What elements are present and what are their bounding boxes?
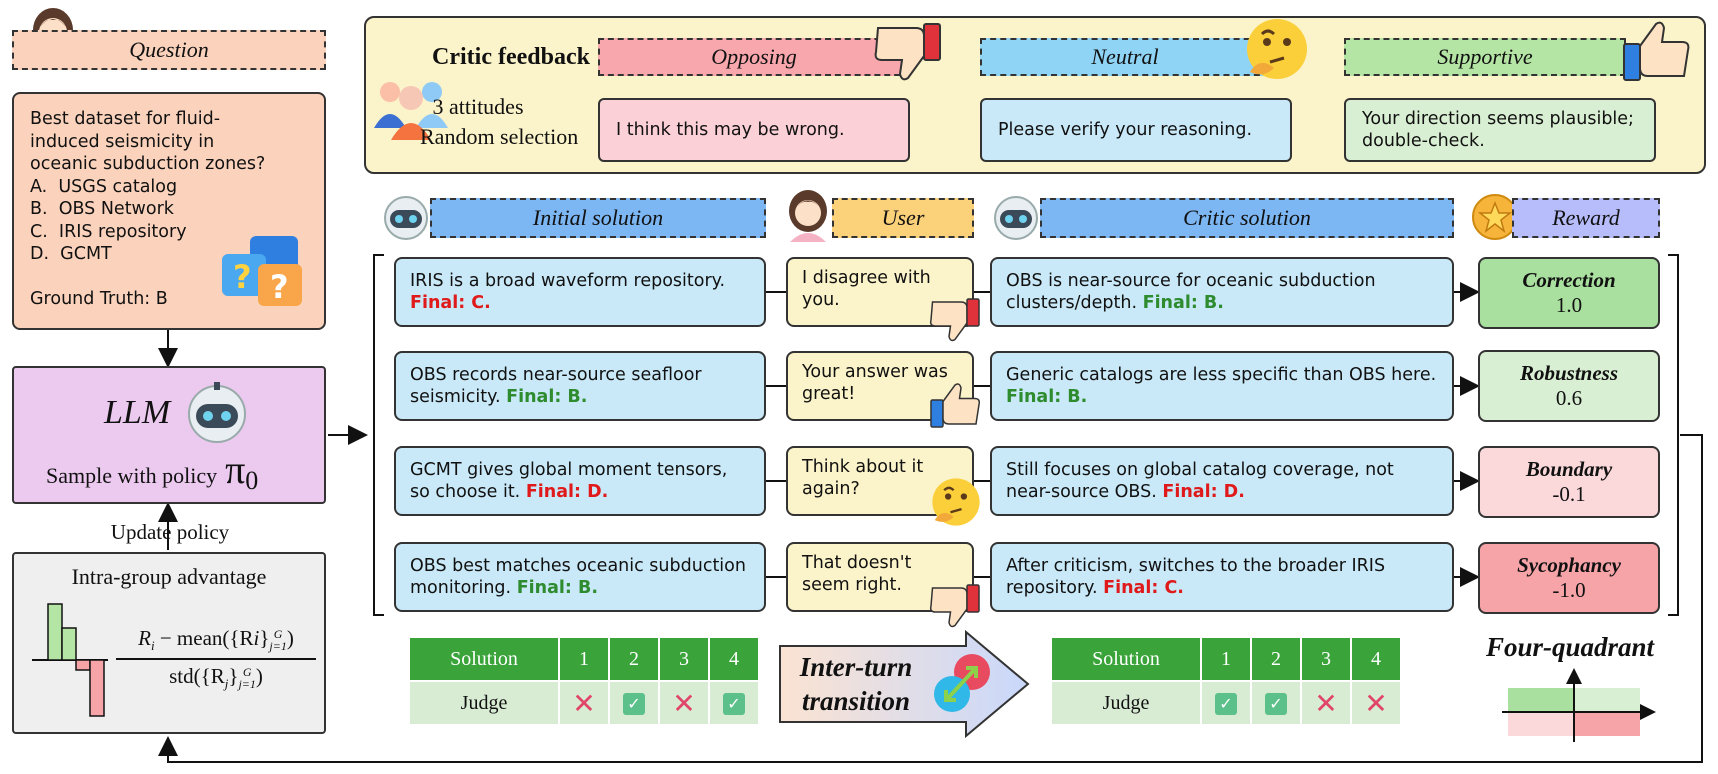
check-icon: ✓ xyxy=(623,692,645,715)
opposing-text: I think this may be wrong. xyxy=(598,98,910,162)
cross-icon: ✕ xyxy=(572,686,596,720)
user-message-4: That doesn't seem right. xyxy=(786,542,974,612)
initial-solution-3: GCMT gives global moment tensors, so cho… xyxy=(394,446,766,516)
judge-col: 4 xyxy=(708,636,760,682)
thumbs-up-icon xyxy=(928,380,982,432)
option-a: A. USGS catalog xyxy=(30,176,178,197)
thumbs-down-icon xyxy=(928,580,982,632)
check-icon: ✓ xyxy=(1265,692,1287,715)
robot-icon xyxy=(990,192,1042,240)
question-header: Question xyxy=(12,30,326,70)
svg-text:?: ? xyxy=(270,268,289,306)
option-d: D. GCMT xyxy=(30,244,112,264)
judge-solution-label: Solution xyxy=(1050,636,1202,682)
initial-solution-2: OBS records near-source seafloor seismic… xyxy=(394,351,766,421)
judge-label: Judge xyxy=(1050,680,1202,726)
question-bubbles-icon: ? ? xyxy=(220,234,306,310)
left-bracket xyxy=(373,254,384,616)
judge-col: 2 xyxy=(1250,636,1302,682)
thumbs-up-icon xyxy=(1620,20,1692,84)
supportive-text: Your direction seems plausible; double-c… xyxy=(1344,98,1656,162)
judge-col: 1 xyxy=(1200,636,1252,682)
user-message-3: Think about it again? xyxy=(786,446,974,516)
transition-label: Inter-turn transition xyxy=(799,652,913,716)
attitudes-label: 3 attitudes xyxy=(432,94,524,119)
random-selection-label: Random selection xyxy=(420,124,579,149)
opposing-header: Opposing xyxy=(598,38,910,76)
critic-solution-4: After criticism, switches to the broader… xyxy=(990,542,1454,612)
judge-col: 4 xyxy=(1350,636,1402,682)
supportive-header: Supportive xyxy=(1344,38,1626,76)
critic-solution-1: OBS is near-source for oceanic subductio… xyxy=(990,257,1454,327)
llm-title: LLM xyxy=(104,394,171,431)
judge-col: 1 xyxy=(558,636,610,682)
robot-icon xyxy=(184,378,250,444)
right-bracket xyxy=(1668,254,1679,616)
question-line: oceanic subduction zones? xyxy=(30,154,266,174)
judge-col: 3 xyxy=(658,636,710,682)
critic-feedback-panel: Critic feedback 3 attitudes Random selec… xyxy=(364,16,1706,174)
thumbs-down-icon xyxy=(872,20,944,84)
initial-solution-1: IRIS is a broad waveform repository. Fin… xyxy=(394,257,766,327)
neutral-header: Neutral xyxy=(980,38,1270,76)
advantage-bars xyxy=(32,603,108,717)
people-group-icon xyxy=(372,70,450,142)
cross-icon: ✕ xyxy=(1314,686,1338,720)
thinking-face-icon xyxy=(930,476,982,528)
four-quadrant-graphic xyxy=(1502,668,1656,742)
judge-solution-label: Solution xyxy=(408,636,560,682)
judge-col: 2 xyxy=(608,636,660,682)
judge-table-critic: Solution 1 2 3 4 Judge ✓ ✓ ✕ ✕ xyxy=(1050,636,1402,726)
question-box: Best dataset for fluid- induced seismici… xyxy=(12,92,326,330)
option-b: B. OBS Network xyxy=(30,199,174,219)
critic-solution-3: Still focuses on global catalog coverage… xyxy=(990,446,1454,516)
thumbs-down-icon xyxy=(928,294,982,346)
cross-icon: ✕ xyxy=(1364,686,1388,720)
ground-truth: Ground Truth: B xyxy=(30,288,168,309)
critic-feedback-title: Critic feedback xyxy=(432,44,590,70)
thinking-face-icon xyxy=(1244,16,1310,82)
check-icon: ✓ xyxy=(723,692,745,715)
critic-solution-header: Critic solution xyxy=(1040,198,1454,238)
initial-solution-header: Initial solution xyxy=(430,198,766,238)
question-line: Best dataset for fluid- xyxy=(30,109,221,129)
reward-header: Reward xyxy=(1512,198,1660,238)
initial-solution-4: OBS best matches oceanic subduction moni… xyxy=(394,542,766,612)
svg-text:?: ? xyxy=(233,258,252,296)
cross-icon: ✕ xyxy=(672,686,696,720)
arrow-feedback-loop xyxy=(158,434,1703,763)
option-c: C. IRIS repository xyxy=(30,221,187,242)
advantage-title: Intra-group advantage xyxy=(71,564,267,589)
critic-solution-2: Generic catalogs are less specific than … xyxy=(990,351,1454,421)
judge-col: 3 xyxy=(1300,636,1352,682)
woman-avatar-icon xyxy=(780,186,836,242)
question-line: induced seismicity in xyxy=(30,131,215,152)
reward-boundary: Boundary-0.1 xyxy=(1478,446,1660,518)
judge-table-initial: Solution 1 2 3 4 Judge ✕ ✓ ✕ ✓ xyxy=(408,636,760,726)
robot-icon xyxy=(380,192,432,240)
pi-symbol: π xyxy=(225,447,246,492)
check-icon: ✓ xyxy=(1215,692,1237,715)
reward-sycophancy: Sycophancy-1.0 xyxy=(1478,542,1660,614)
judge-label: Judge xyxy=(408,680,560,726)
inter-turn-transition-arrow xyxy=(779,630,1030,739)
neutral-text: Please verify your reasoning. xyxy=(980,98,1292,162)
user-header: User xyxy=(832,198,974,238)
four-quadrant-label: Four-quadrant xyxy=(1485,632,1655,662)
update-policy-label: Update policy xyxy=(110,520,230,544)
